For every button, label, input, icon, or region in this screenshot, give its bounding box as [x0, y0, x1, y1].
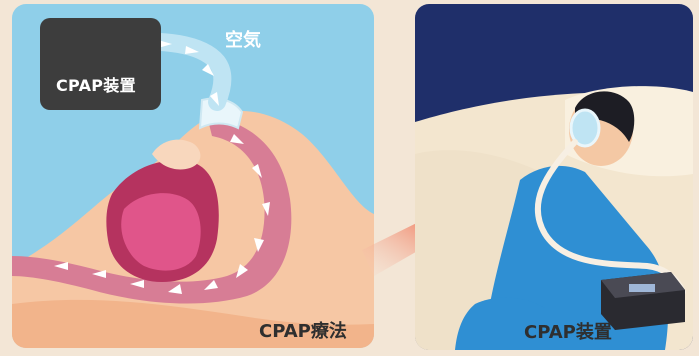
device-caption: CPAP装置 — [524, 318, 612, 344]
therapy-caption: CPAP療法 — [259, 317, 347, 343]
cpap-therapy-panel: CPAP装置 空気 CPAP療法 — [12, 4, 374, 348]
cpap-machine — [601, 272, 685, 330]
sleeping-patient-scene — [415, 4, 693, 350]
air-label: 空気 — [225, 26, 261, 52]
cpap-device-panel: CPAP装置 — [415, 4, 693, 350]
device-label: CPAP装置 — [56, 72, 136, 96]
cpap-device-box — [40, 18, 161, 110]
machine-display — [629, 284, 655, 292]
